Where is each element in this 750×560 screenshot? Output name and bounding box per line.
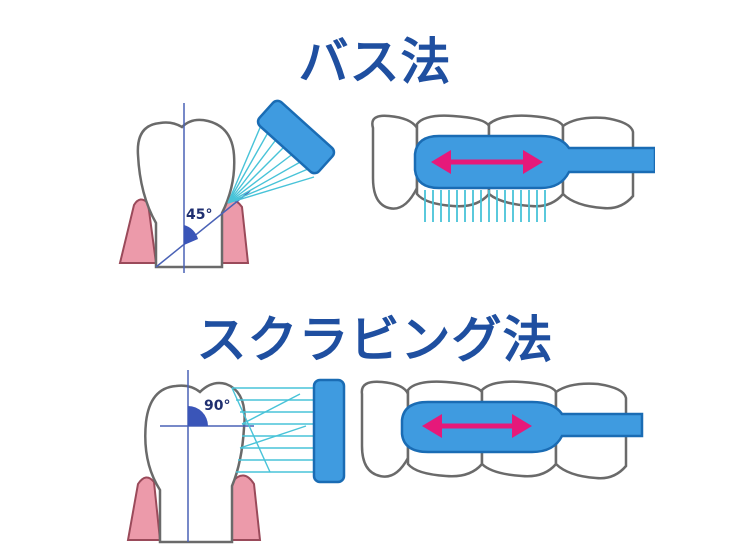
bass-side-view: 45° (118, 99, 336, 273)
tooth (136, 118, 236, 269)
tooth (144, 381, 246, 544)
bristles (227, 122, 315, 204)
scrubbing-method-title: スクラビング法 (196, 311, 554, 369)
bristles (424, 190, 546, 222)
bass-front-view (371, 114, 655, 222)
scrub-side-view: 90° (126, 370, 346, 544)
brush-head (312, 378, 346, 484)
angle-wedge (184, 225, 198, 245)
angle-guide (155, 190, 251, 268)
scrub-front-view (360, 380, 644, 480)
angle-wedge (188, 406, 208, 426)
bass-method-title: バス法 (298, 33, 452, 91)
motion-arrow (431, 150, 543, 174)
gum-right (221, 199, 250, 264)
motion-arrow (422, 414, 532, 438)
gum-left (126, 476, 162, 541)
angle-label: 45° (186, 207, 212, 223)
gum-right (231, 474, 262, 541)
brush-head (256, 99, 336, 175)
bristles (231, 387, 316, 473)
angle-label: 90° (204, 398, 230, 414)
